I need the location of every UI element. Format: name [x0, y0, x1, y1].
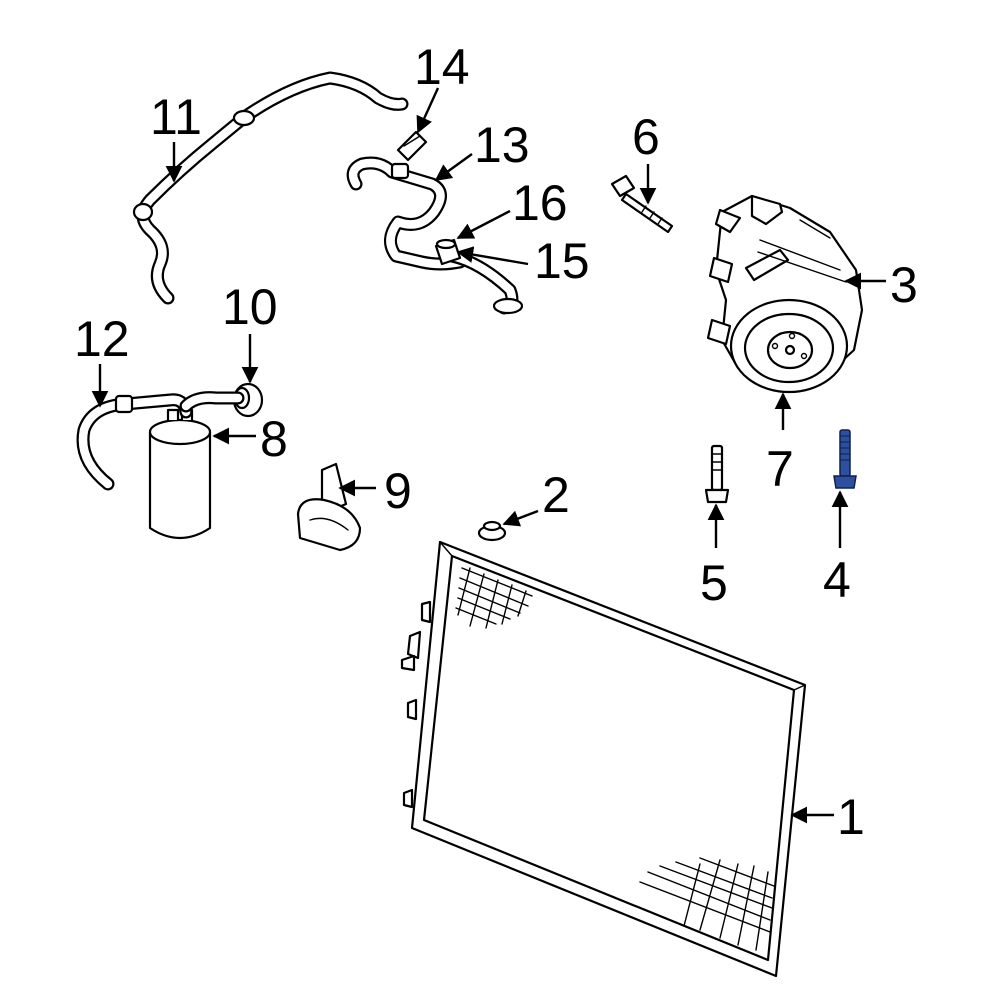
arrow-14 — [416, 87, 440, 134]
callout-5[interactable]: 5 — [700, 555, 728, 611]
receiver-drier-part[interactable] — [148, 408, 212, 539]
grommet-part[interactable] — [477, 520, 507, 542]
drier-bracket-part[interactable] — [296, 462, 362, 552]
discharge-line-part[interactable] — [132, 71, 409, 305]
hose-fitting-part[interactable] — [396, 130, 428, 162]
callout-12[interactable]: 12 — [74, 311, 130, 367]
callout-2[interactable]: 2 — [542, 467, 570, 523]
callout-9[interactable]: 9 — [384, 463, 412, 519]
callout-11[interactable]: 11 — [150, 89, 202, 145]
condenser-part[interactable] — [400, 540, 807, 978]
suction-line-part[interactable] — [346, 156, 467, 271]
stud-bolt-part[interactable] — [704, 444, 730, 504]
callout-arrows — [91, 87, 886, 824]
callout-10[interactable]: 10 — [222, 279, 278, 335]
mounting-bolt-highlighted-part[interactable] — [833, 429, 857, 489]
arrow-13 — [434, 153, 473, 181]
callout-labels: 1 2 3 4 5 6 7 8 9 10 11 12 13 14 15 16 — [74, 39, 918, 845]
callout-8[interactable]: 8 — [260, 411, 288, 467]
callout-6[interactable]: 6 — [632, 109, 660, 165]
callout-14[interactable]: 14 — [414, 39, 470, 95]
tube-part[interactable] — [445, 249, 524, 315]
callout-3[interactable]: 3 — [890, 257, 918, 313]
valve-part[interactable] — [434, 238, 462, 266]
arrow-2 — [502, 509, 539, 527]
callout-15[interactable]: 15 — [534, 233, 590, 289]
liquid-line-hose-part[interactable] — [76, 391, 245, 491]
compressor-part[interactable] — [706, 194, 864, 394]
callout-1[interactable]: 1 — [837, 789, 865, 845]
callout-16[interactable]: 16 — [512, 175, 568, 231]
arrow-15 — [456, 246, 529, 266]
callout-13[interactable]: 13 — [474, 117, 530, 173]
angled-bolt-part[interactable] — [610, 174, 674, 234]
arrow-16 — [456, 209, 511, 240]
callout-7[interactable]: 7 — [766, 441, 794, 497]
callout-4[interactable]: 4 — [823, 552, 851, 608]
